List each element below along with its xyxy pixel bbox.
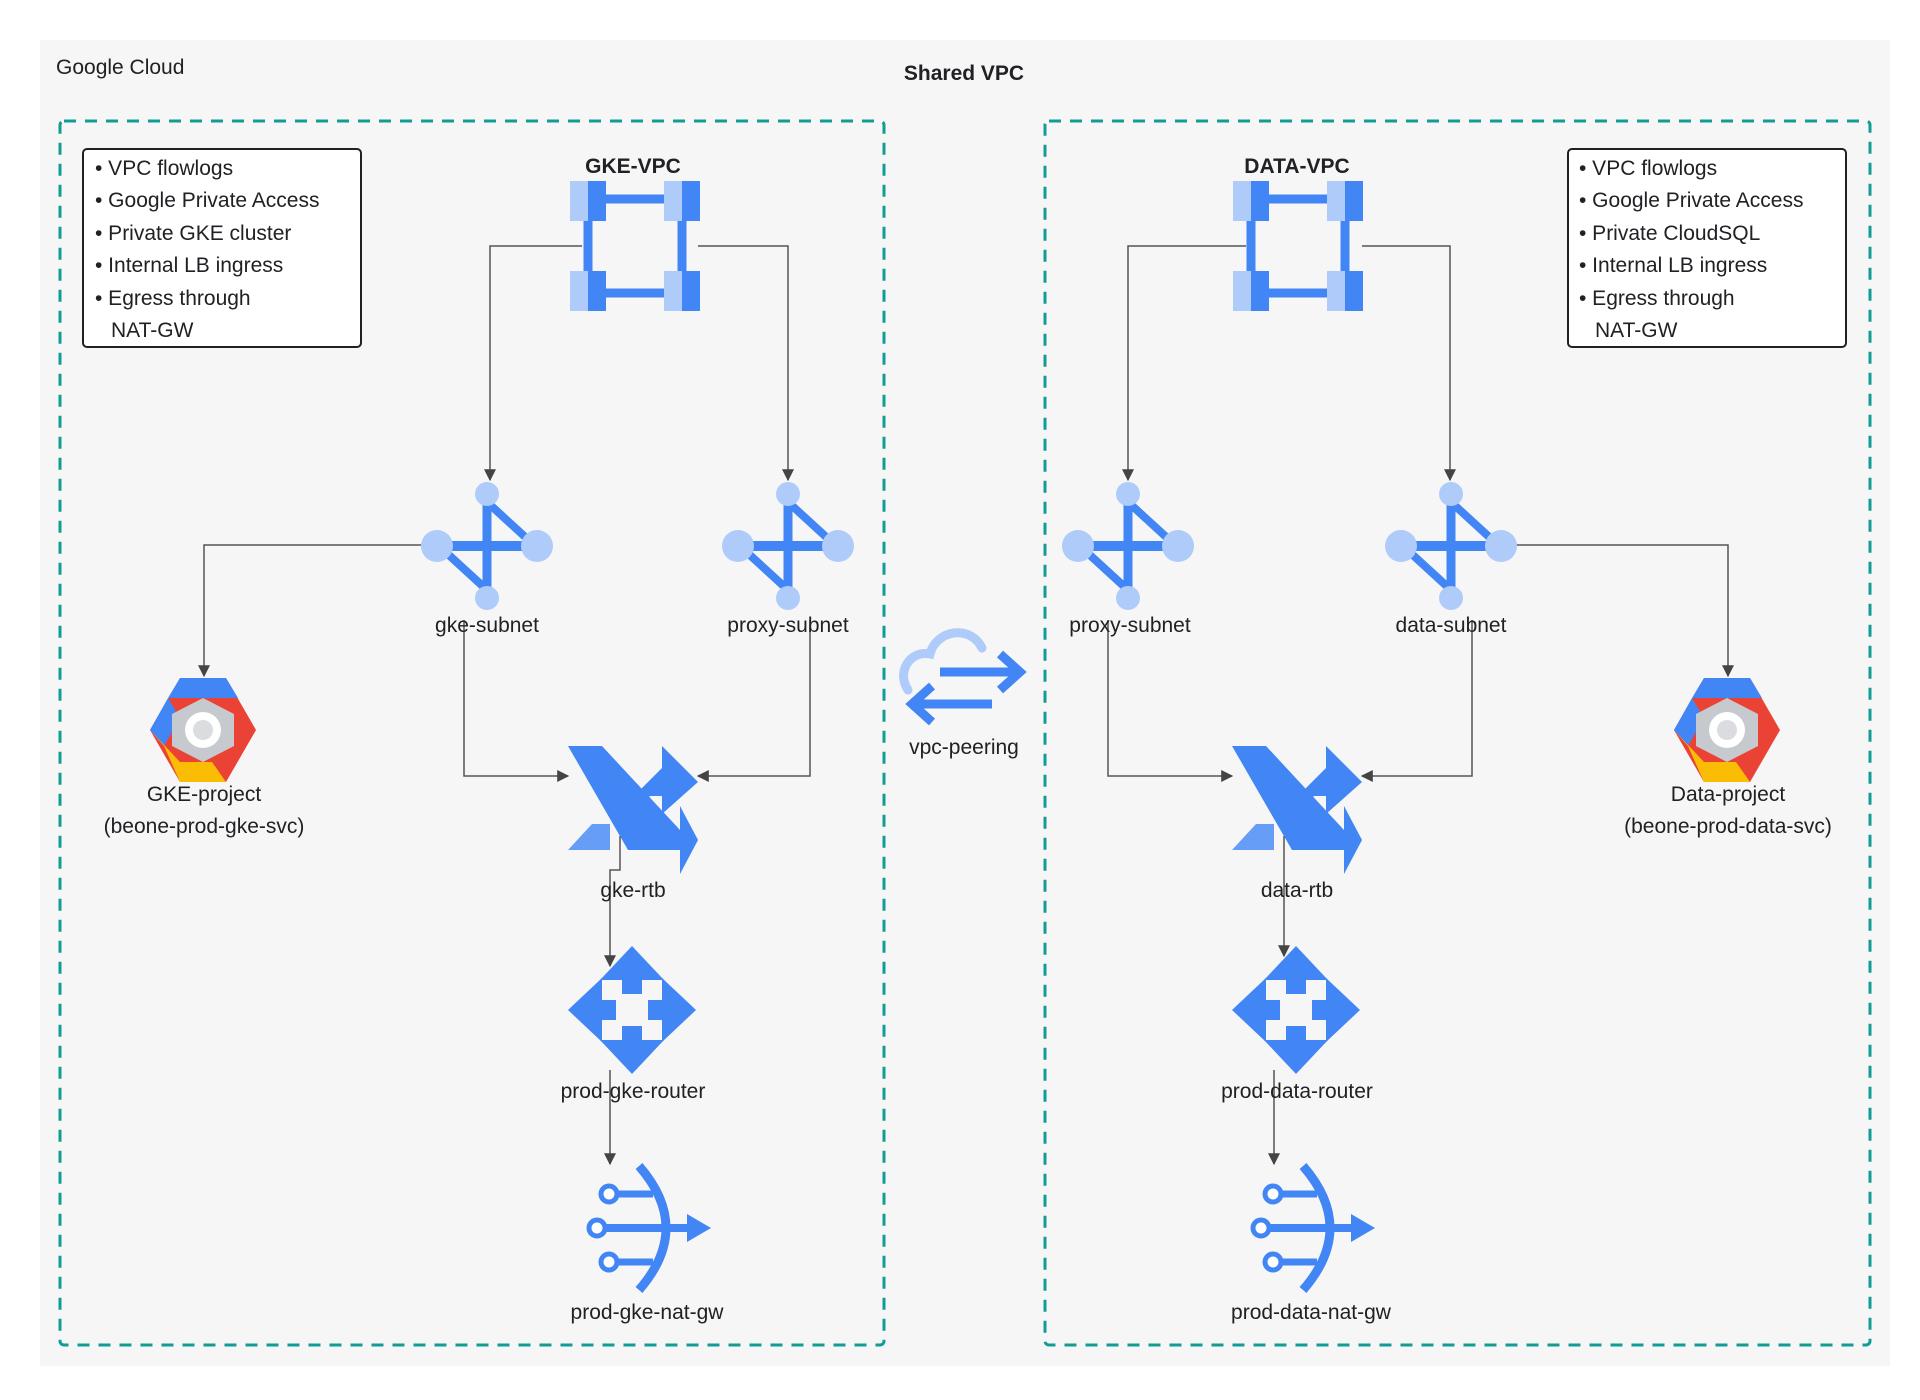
data-vpc-boundary <box>1043 119 1872 1347</box>
gke-router-label: prod-gke-router <box>561 1080 706 1103</box>
gke-rtb-label: gke-rtb <box>600 879 665 902</box>
gke-notes-box <box>82 148 362 348</box>
data-notes-box <box>1567 148 1847 348</box>
data-note-4: • Internal LB ingress <box>1579 254 1767 277</box>
edge-proxysubnet-rtb <box>696 620 811 782</box>
gke-vpc-boundary <box>58 119 886 1347</box>
vpc-peering-label: vpc-peering <box>909 736 1019 759</box>
data-note-3: • Private CloudSQL <box>1579 222 1760 245</box>
gke-note-3: • Private GKE cluster <box>95 222 291 245</box>
gke-project-name: GKE-project <box>147 783 262 806</box>
data-rtb-label: data-rtb <box>1261 879 1333 902</box>
gke-project-id: (beone-prod-gke-svc) <box>104 815 305 838</box>
data-project-id: (beone-prod-data-svc) <box>1624 815 1832 838</box>
data-note-5: • Egress through <box>1579 287 1735 310</box>
edge-gkesubnet-project <box>198 544 424 678</box>
gke-vpc-label: GKE-VPC <box>585 155 681 178</box>
data-note-6: NAT-GW <box>1595 319 1678 342</box>
edge-datasubnet-rtb <box>1360 620 1473 782</box>
gke-proxy-subnet-label: proxy-subnet <box>727 614 849 637</box>
diagram-title: Shared VPC <box>904 62 1024 85</box>
data-edges <box>1107 245 1734 1166</box>
edge-gkevpc-proxysubnet <box>698 245 794 482</box>
gke-note-4: • Internal LB ingress <box>95 254 283 277</box>
edge-datavpc-datasubnet <box>1362 245 1456 482</box>
gke-note-1: • VPC flowlogs <box>95 157 233 180</box>
edge-datavpc-proxysubnet <box>1122 245 1246 482</box>
data-note-2: • Google Private Access <box>1579 189 1803 212</box>
data-subnet-label: data-subnet <box>1396 614 1507 637</box>
gke-subnet-label: gke-subnet <box>435 614 539 637</box>
data-project-name: Data-project <box>1671 783 1786 806</box>
edge-rtb-router <box>604 836 621 968</box>
edge-datasubnet-project <box>1514 544 1734 678</box>
edge-gkevpc-gkesubnet <box>484 245 582 482</box>
edge-proxysubnet-rtb <box>1107 620 1234 782</box>
gke-nat-gw-label: prod-gke-nat-gw <box>571 1301 725 1324</box>
gke-edges <box>198 245 811 1166</box>
google-cloud-logo: Google Cloud <box>56 56 184 79</box>
data-vpc-label: DATA-VPC <box>1244 155 1349 178</box>
gke-note-5: • Egress through <box>95 287 251 310</box>
gke-note-2: • Google Private Access <box>95 189 319 212</box>
data-note-1: • VPC flowlogs <box>1579 157 1717 180</box>
edge-gkesubnet-rtb <box>463 620 570 782</box>
data-router-label: prod-data-router <box>1221 1080 1373 1103</box>
data-nat-gw-label: prod-data-nat-gw <box>1231 1301 1392 1324</box>
data-proxy-subnet-label: proxy-subnet <box>1069 614 1191 637</box>
gke-note-6: NAT-GW <box>111 319 194 342</box>
